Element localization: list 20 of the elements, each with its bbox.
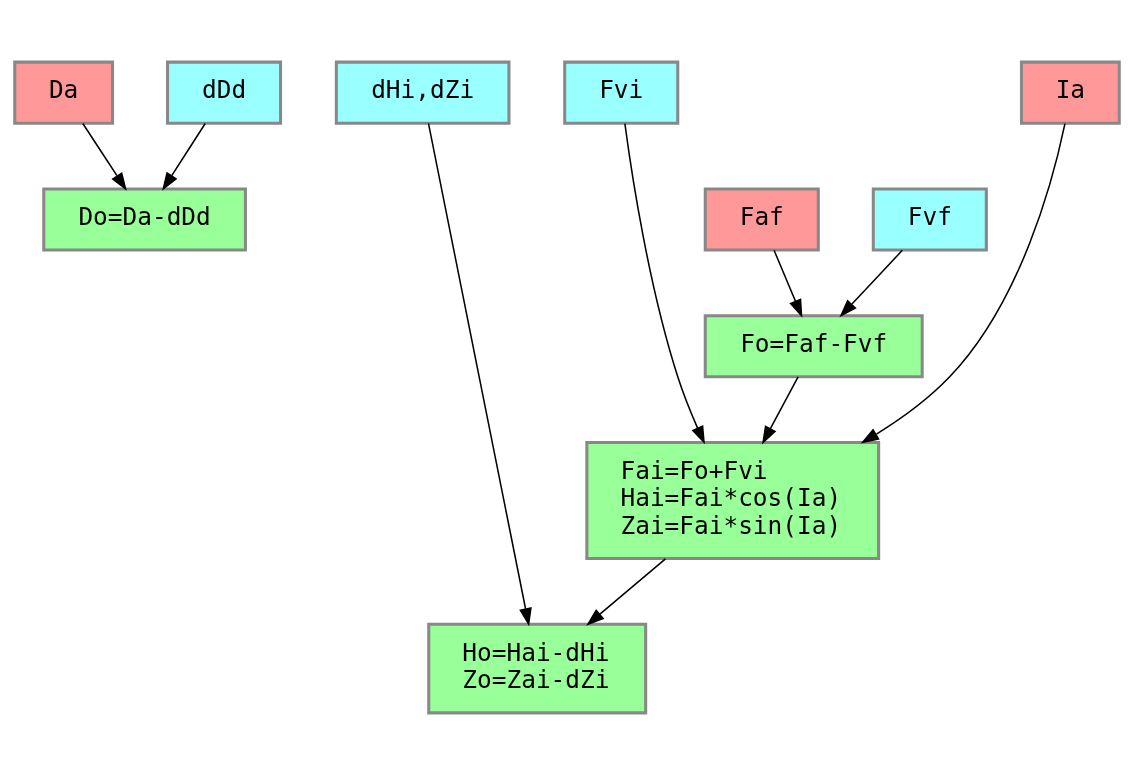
node-box: Ho=Hai-dHi Zo=Zai-dZi xyxy=(427,622,648,715)
node-box: Fai=Fo+Fvi Hai=Fai*cos(Ia) Zai=Fai*sin(Ia) xyxy=(585,440,881,561)
arrow xyxy=(82,122,127,191)
arrow xyxy=(427,122,532,627)
node-box: Ia xyxy=(1019,60,1121,125)
node-box: Da xyxy=(13,60,115,125)
arrow xyxy=(773,249,803,318)
node-box: Fvi xyxy=(563,60,680,125)
arrow xyxy=(586,558,667,626)
arrow xyxy=(860,122,1066,444)
node-box: Fo=Faf-Fvf xyxy=(703,314,924,379)
arrow xyxy=(761,376,799,445)
arrow xyxy=(162,122,206,191)
node-box: dDd xyxy=(166,60,283,125)
node-box: Fvf xyxy=(871,187,988,252)
arrow xyxy=(624,122,705,445)
arrow xyxy=(839,249,904,318)
node-box: dHi,dZi xyxy=(334,60,511,125)
node-box: Faf xyxy=(703,187,820,252)
node-box: Do=Da-dDd xyxy=(42,187,247,252)
